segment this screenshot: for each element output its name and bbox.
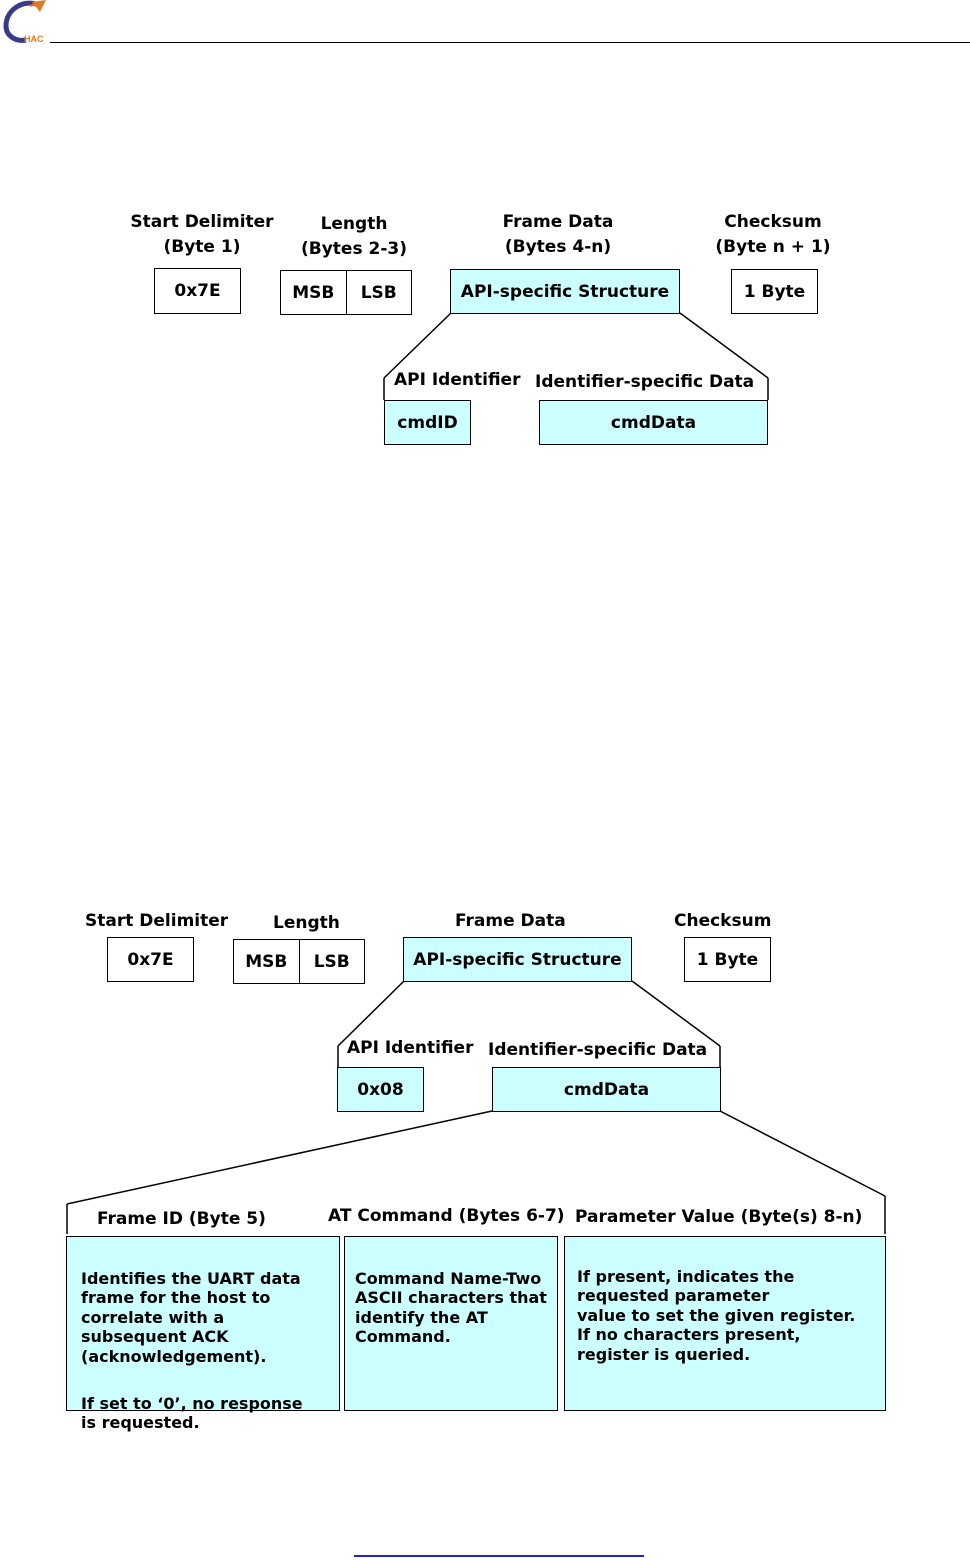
frame-to-api-id-line-1 xyxy=(383,312,452,379)
api-structure-box: API-specific Structure xyxy=(450,269,680,314)
at-command-label: AT Command (Bytes 6-7) xyxy=(328,1206,565,1226)
frame-id-description: Identifies the UART data frame for the h… xyxy=(66,1236,340,1432)
identifier-data-label: Identifier-specific Data xyxy=(535,372,755,392)
frame-data-label: Frame Data (Bytes 4-n) xyxy=(502,212,614,257)
length-box-2: MSB LSB xyxy=(233,939,365,984)
hac-logo-icon: HAC xyxy=(2,0,48,44)
cmddata-to-param-line xyxy=(719,1110,886,1197)
frame-id-label: Frame ID (Byte 5) xyxy=(97,1209,266,1229)
checksum-label: Checksum (Byte n + 1) xyxy=(715,212,831,257)
frame-to-data-line-2 xyxy=(631,980,721,1047)
lsb-cell: LSB xyxy=(345,271,412,314)
start-delimiter-label-2: Start Delimiter xyxy=(85,911,229,931)
header-divider xyxy=(50,42,970,43)
at-command-description: Command Name-Two ASCII characters that i… xyxy=(344,1236,558,1411)
length-label-2: Length xyxy=(273,913,340,933)
cmddata-box-2: cmdData xyxy=(492,1067,721,1112)
footer-link[interactable] xyxy=(354,1555,644,1557)
start-delimiter-box: 0x7E xyxy=(154,268,241,314)
cmdid-box: cmdID xyxy=(384,400,471,445)
api-structure-box-2: API-specific Structure xyxy=(403,937,632,982)
parameter-value-text: If present, indicates the requested para… xyxy=(577,1266,856,1364)
identifier-data-label-2: Identifier-specific Data xyxy=(488,1040,708,1060)
frame-id-text-2: If set to ‘0’, no response is requested. xyxy=(81,1393,303,1433)
api-identifier-label: API Identifier xyxy=(394,370,521,390)
checksum-label-2: Checksum xyxy=(674,911,772,931)
checksum-box-2: 1 Byte xyxy=(684,937,771,982)
cmddata-to-frameid-line xyxy=(66,1110,493,1205)
cmddata-box: cmdData xyxy=(539,400,768,445)
parameter-value-description: If present, indicates the requested para… xyxy=(564,1236,886,1411)
at-command-text: Command Name-Two ASCII characters that i… xyxy=(355,1268,547,1347)
parameter-value-label: Parameter Value (Byte(s) 8-n) xyxy=(575,1207,863,1227)
frame-id-text-1: Identifies the UART data frame for the h… xyxy=(81,1268,301,1366)
frame-to-data-line-1 xyxy=(679,312,769,379)
logo-text: HAC xyxy=(24,34,44,44)
start-delimiter-box-2: 0x7E xyxy=(107,937,194,982)
start-delimiter-label: Start Delimiter (Byte 1) xyxy=(130,212,274,257)
lsb-cell-2: LSB xyxy=(298,940,365,983)
length-box: MSB LSB xyxy=(280,270,412,315)
msb-cell-2: MSB xyxy=(245,951,288,972)
length-label: Length (Bytes 2-3) xyxy=(301,214,407,259)
api-id-0x08-box: 0x08 xyxy=(337,1067,424,1112)
frame-data-label-2: Frame Data xyxy=(455,911,566,931)
msb-cell: MSB xyxy=(292,282,335,303)
checksum-box: 1 Byte xyxy=(731,269,818,314)
api-identifier-label-2: API Identifier xyxy=(347,1038,474,1058)
frame-to-api-id-line-2 xyxy=(337,980,405,1047)
